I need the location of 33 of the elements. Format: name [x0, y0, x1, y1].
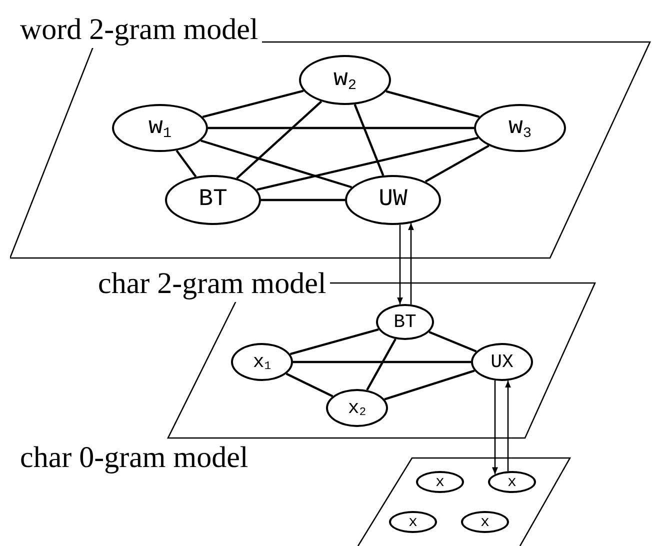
state-ellipse: x — [389, 511, 437, 533]
connector-line — [354, 104, 384, 176]
connector-line — [384, 370, 475, 400]
connector-line — [424, 144, 490, 183]
connector-line — [286, 372, 334, 398]
connector-line — [261, 198, 345, 202]
connector-line — [366, 338, 396, 391]
connector-line — [386, 90, 480, 118]
state-ellipse: UX — [471, 343, 533, 381]
state-ellipse: w$_{2}$ — [299, 55, 391, 105]
connector-line — [202, 90, 304, 118]
arrow — [492, 380, 498, 474]
state-ellipse: w$_{1}$ — [112, 104, 208, 152]
state-ellipse: w$_{3}$ — [474, 104, 566, 152]
state-ellipse: x — [488, 471, 536, 493]
connector-line — [428, 330, 477, 352]
arrow — [408, 223, 414, 304]
state-ellipse: x$_{2}$ — [326, 389, 388, 427]
arrow — [397, 224, 403, 304]
connector-line — [290, 328, 379, 356]
connector-line — [236, 100, 322, 180]
state-ellipse: x — [416, 471, 464, 493]
connector-line — [293, 360, 471, 364]
state-ellipse: UW — [345, 175, 441, 225]
connector-line — [176, 150, 197, 178]
arrow — [505, 380, 511, 472]
state-ellipse: BT — [376, 304, 434, 340]
connector-line — [256, 136, 478, 191]
connector-line — [200, 140, 352, 188]
state-ellipse: BT — [165, 175, 261, 225]
state-ellipse: x — [461, 511, 509, 533]
connector-line — [208, 126, 474, 130]
state-ellipse: x$_{1}$ — [231, 343, 293, 381]
